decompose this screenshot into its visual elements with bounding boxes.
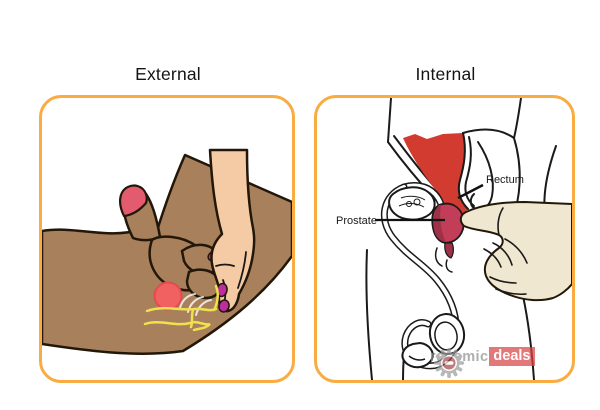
pointing-hand [459, 201, 572, 302]
internal-panel: Prostate Rectum [314, 95, 575, 383]
testicle-shape [428, 313, 466, 355]
external-panel [39, 95, 295, 383]
internal-illustration: Prostate Rectum [336, 98, 572, 380]
annotation-labels: Prostate Rectum [336, 174, 524, 227]
prostate-label: Prostate [336, 215, 377, 227]
seminal-vesicle [388, 186, 436, 221]
external-illustration [42, 148, 292, 355]
rectum-label: Rectum [486, 174, 524, 186]
rectum-shape [403, 133, 468, 222]
glans-outline [401, 341, 434, 369]
pressure-point-highlight [153, 281, 183, 311]
perineum-lines [434, 247, 453, 273]
nerve-lines [143, 284, 219, 332]
internal-panel-title: Internal [415, 64, 476, 84]
hand-knuckle-lines [483, 207, 528, 296]
glans-shape [119, 184, 148, 218]
rectum-wall-lines-right [457, 132, 475, 210]
rectum-pointer-line [457, 183, 484, 200]
finger-nails [216, 282, 230, 313]
pressing-fingers [180, 243, 222, 300]
external-panel-title: External [135, 64, 201, 84]
